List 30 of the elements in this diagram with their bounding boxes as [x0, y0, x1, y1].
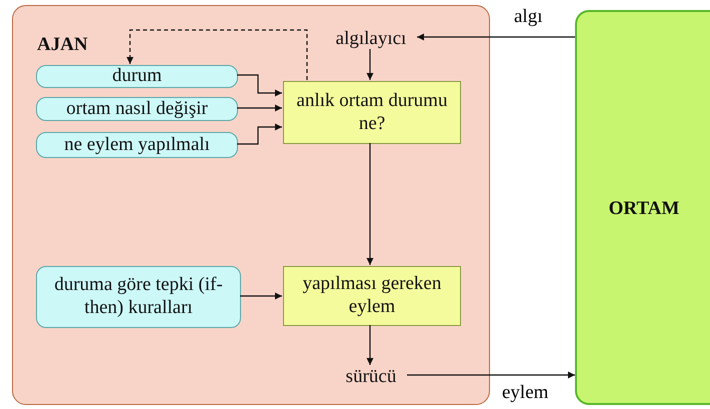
- box-text: durum: [111, 65, 163, 88]
- arrow: [366, 325, 374, 365]
- arrow: [366, 143, 374, 265]
- arrow: [417, 34, 575, 40]
- state-box: [36, 97, 238, 121]
- environment-panel: [575, 10, 710, 405]
- box-text: duruma göre tepki (if-then) kuralları: [53, 274, 224, 320]
- state-box: [36, 65, 238, 88]
- edge-label: algı: [512, 6, 544, 28]
- arrow: [366, 49, 374, 80]
- box-text: yapılması gereken eylem: [302, 273, 442, 319]
- arrow: [407, 372, 575, 378]
- box-text: anlık ortam durumu ne?: [296, 90, 448, 136]
- agent-panel: [12, 5, 490, 405]
- bare-label: algılayıcı: [336, 28, 406, 50]
- arrow: [126, 29, 308, 80]
- box-text: ortam nasıl değişir: [65, 98, 209, 120]
- panel-heading: AJAN: [37, 34, 88, 57]
- arrow: [237, 104, 282, 112]
- arrow: [240, 292, 282, 300]
- arrow: [237, 74, 282, 96]
- edge-label: eylem: [500, 382, 550, 404]
- box-text: ne eylem yapılmalı: [63, 134, 211, 156]
- process-box: [283, 81, 461, 144]
- process-box: [283, 266, 461, 326]
- rules-box: [36, 266, 241, 328]
- state-box: [36, 132, 238, 158]
- panel-heading: ORTAM: [608, 198, 680, 221]
- bare-label: sürücü: [346, 366, 396, 388]
- arrow: [237, 124, 282, 145]
